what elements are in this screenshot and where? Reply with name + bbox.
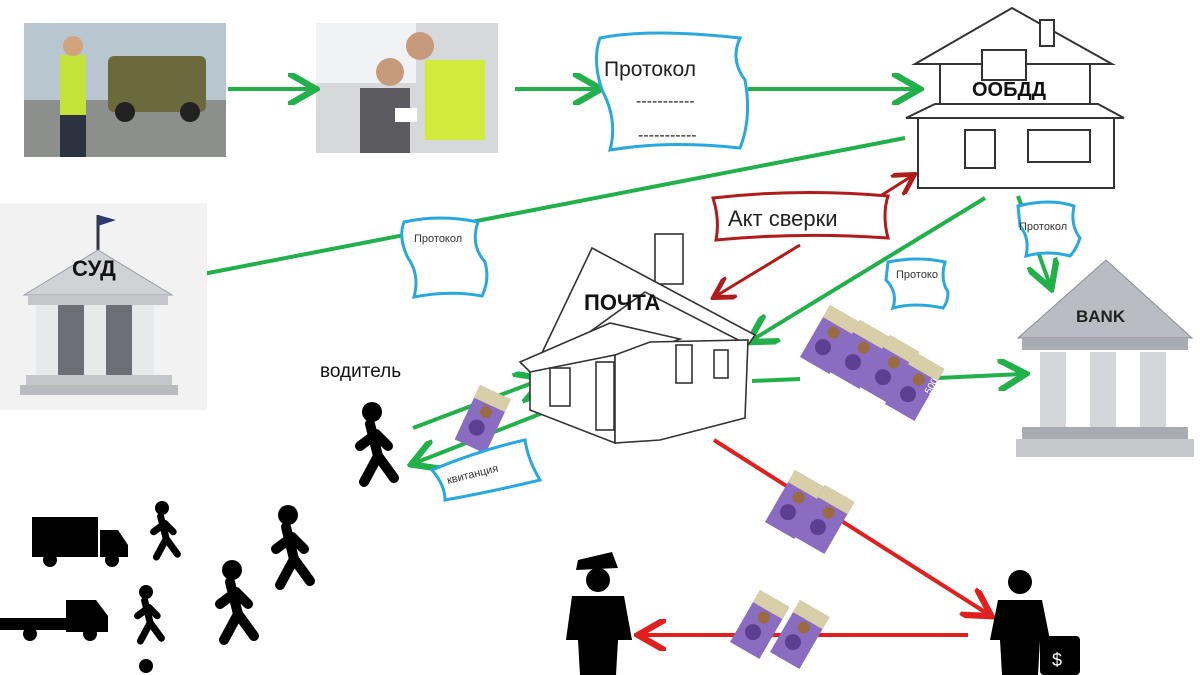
pedestrian-figure <box>154 501 178 557</box>
court-label: СУД <box>72 256 116 281</box>
protocol-line-1: ----------- <box>636 93 695 110</box>
reconciliation-act: Акт сверки <box>711 190 890 242</box>
receipt-document: квитанция <box>429 438 543 502</box>
post-office-building: ПОЧТА <box>518 233 757 445</box>
svg-text:Протокол: Протокол <box>414 233 462 245</box>
pedestrian-figure <box>138 585 162 641</box>
pedestrian-figure <box>139 659 153 673</box>
protocol-title: Протокол <box>604 58 696 81</box>
svg-text:Протоко: Протоко <box>896 269 938 281</box>
oobdd-label: ООБДД <box>972 79 1046 101</box>
svg-text:$: $ <box>1052 650 1062 670</box>
bank-building: BANK <box>1016 259 1194 457</box>
officer-writing-protocol-photo <box>316 23 498 153</box>
oobdd-building: ООБДД <box>905 6 1125 189</box>
driver-label: водитель <box>320 361 401 382</box>
post-office-label: ПОЧТА <box>584 290 660 315</box>
truck-icon <box>0 600 108 641</box>
protocol-to-bank: Протокол <box>1016 200 1082 259</box>
protocol-to-post: Протоко <box>884 257 950 311</box>
svg-text:Протокол: Протокол <box>1019 221 1067 233</box>
pedestrian-figure <box>220 560 254 640</box>
protocol-document: Протокол ----------- ----------- <box>595 31 750 152</box>
protocol-to-court: Протокол <box>400 216 489 299</box>
traffic-stop-photo <box>24 23 226 157</box>
police-officer-icon <box>566 552 632 675</box>
driver-figure <box>360 402 394 482</box>
court-building: СУД <box>0 203 207 410</box>
reconciliation-label: Акт сверки <box>728 206 838 231</box>
protocol-line-2: ----------- <box>638 127 697 144</box>
truck-icon <box>32 517 128 567</box>
bank-label: BANK <box>1076 307 1126 326</box>
pedestrian-figure <box>276 505 310 585</box>
official-with-money-bag-icon: $ <box>990 570 1080 675</box>
